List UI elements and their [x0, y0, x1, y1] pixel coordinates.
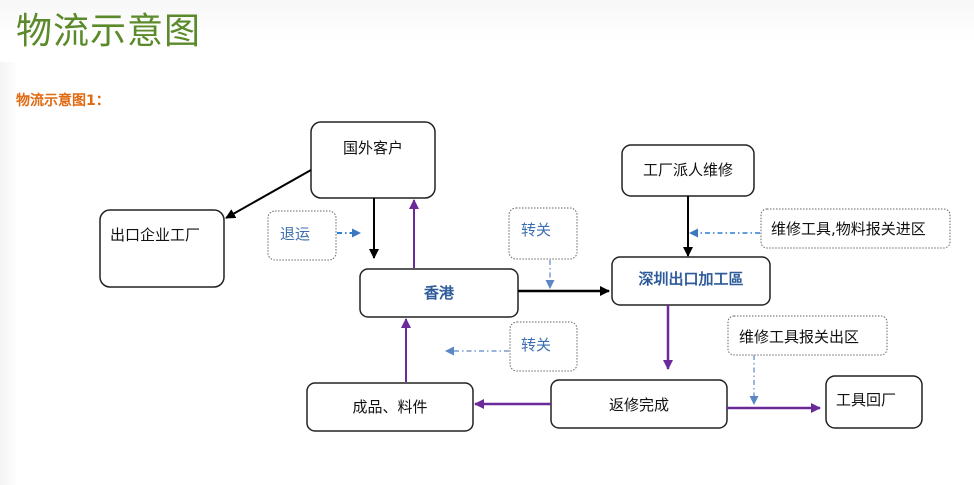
node-finished-goods-label: 成品、料件	[352, 398, 427, 416]
node-repair-done-label: 返修完成	[609, 396, 669, 414]
node-foreign-customer: 国外客户	[310, 121, 436, 199]
note-transfer-customs-top: 转关	[508, 207, 578, 260]
node-export-factory-label: 出口企业工厂	[110, 226, 200, 244]
note-transfer-customs-top-label: 转关	[521, 221, 551, 239]
node-finished-goods: 成品、料件	[306, 382, 474, 432]
note-tools-out-label: 维修工具报关出区	[739, 328, 859, 346]
arrow-customer-to-factory	[225, 169, 312, 219]
node-foreign-customer-label: 国外客户	[343, 139, 403, 157]
node-factory-repair: 工厂派人维修	[621, 144, 755, 197]
note-tools-out: 维修工具报关出区	[727, 315, 888, 356]
page-title: 物流示意图	[16, 11, 202, 52]
note-transfer-customs-bottom-label: 转关	[521, 336, 551, 354]
note-return-shipment: 退运	[267, 210, 337, 261]
node-repair-done: 返修完成	[550, 379, 728, 429]
node-tools-return-label: 工具回厂	[836, 391, 896, 409]
note-transfer-customs-bottom: 转关	[509, 321, 578, 372]
note-tools-in-label: 维修工具,物料报关进区	[771, 220, 926, 238]
note-tools-in: 维修工具,物料报关进区	[760, 208, 951, 249]
node-shenzhen-zone-label: 深圳出口加工區	[638, 270, 743, 288]
node-factory-repair-label: 工厂派人维修	[643, 161, 733, 179]
note-return-shipment-label: 退运	[280, 225, 310, 243]
node-tools-return: 工具回厂	[825, 375, 923, 429]
diagram-subtitle: 物流示意图1：	[16, 93, 110, 109]
node-export-factory: 出口企业工厂	[99, 209, 225, 288]
node-hong-kong: 香港	[359, 268, 519, 318]
node-hong-kong-label: 香港	[424, 284, 455, 302]
node-shenzhen-zone: 深圳出口加工區	[611, 256, 771, 306]
